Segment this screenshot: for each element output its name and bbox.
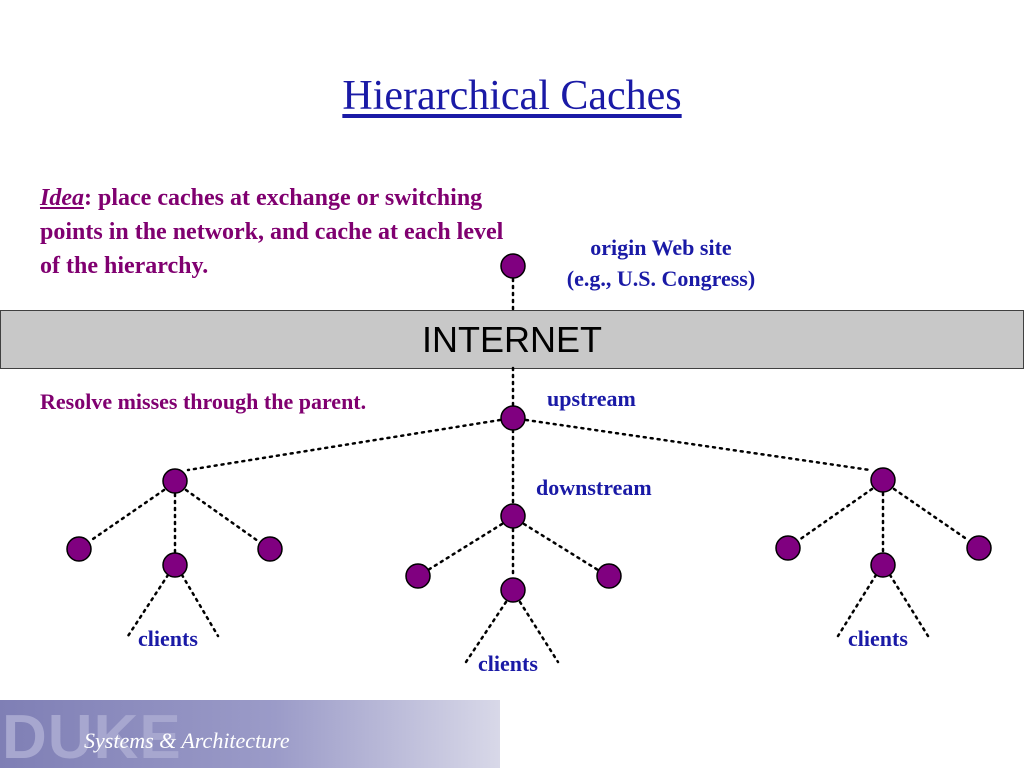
link-right-clients-1 [836,573,878,638]
footer-subtitle: Systems & Architecture [84,728,290,753]
tree-nodes [66,253,992,603]
left-leaf-node-a [66,536,92,562]
clients-label-left: clients [138,626,198,651]
root-cache-node [500,405,526,431]
left-leaf-node-c [257,536,283,562]
upstream-label: upstream [547,386,636,411]
origin-label-line1: origin Web site [590,235,732,260]
right-leaf-node-b [870,552,896,578]
middle-leaf-node-b [500,577,526,603]
link-root-left [186,418,502,472]
right-leaf-node-a [775,535,801,561]
idea-text: : place caches at exchange or switching … [40,185,504,279]
right-cache-node [870,467,896,493]
idea-paragraph: Idea: place caches at exchange or switch… [40,181,510,283]
link-middle-c [522,522,600,572]
tree-links [88,277,970,664]
origin-label-line2: (e.g., U.S. Congress) [566,266,756,291]
origin-label: origin Web site (e.g., U.S. Congress) [540,232,782,294]
link-left-c [184,488,260,543]
clients-label-middle: clients [478,651,538,676]
link-right-clients-2 [888,573,930,638]
footer-banner: DUKE Systems & Architecture [0,700,500,768]
link-middle-a [426,522,504,572]
link-left-clients-2 [180,573,220,638]
resolve-text: Resolve misses through the parent. [40,389,367,414]
internet-label: INTERNET [422,319,602,360]
left-leaf-node-b [162,552,188,578]
left-cache-node [162,468,188,494]
middle-leaf-node-a [405,563,431,589]
middle-cache-node [500,503,526,529]
link-middle-clients-2 [518,600,560,664]
slide-title: Hierarchical Caches [342,73,682,119]
link-left-a [88,488,166,543]
duke-logo: DUKE [2,703,182,768]
link-root-right [524,418,872,472]
clients-label-right: clients [848,626,908,651]
right-leaf-node-c [966,535,992,561]
link-middle-clients-1 [464,600,508,664]
origin-node [500,253,526,279]
downstream-label: downstream [536,475,652,500]
link-right-a [797,487,874,542]
link-right-c [892,487,970,542]
idea-keyword: Idea [40,185,84,211]
cache-hierarchy-diagram [66,253,992,664]
link-left-clients-1 [126,573,170,638]
middle-leaf-node-c [596,563,622,589]
